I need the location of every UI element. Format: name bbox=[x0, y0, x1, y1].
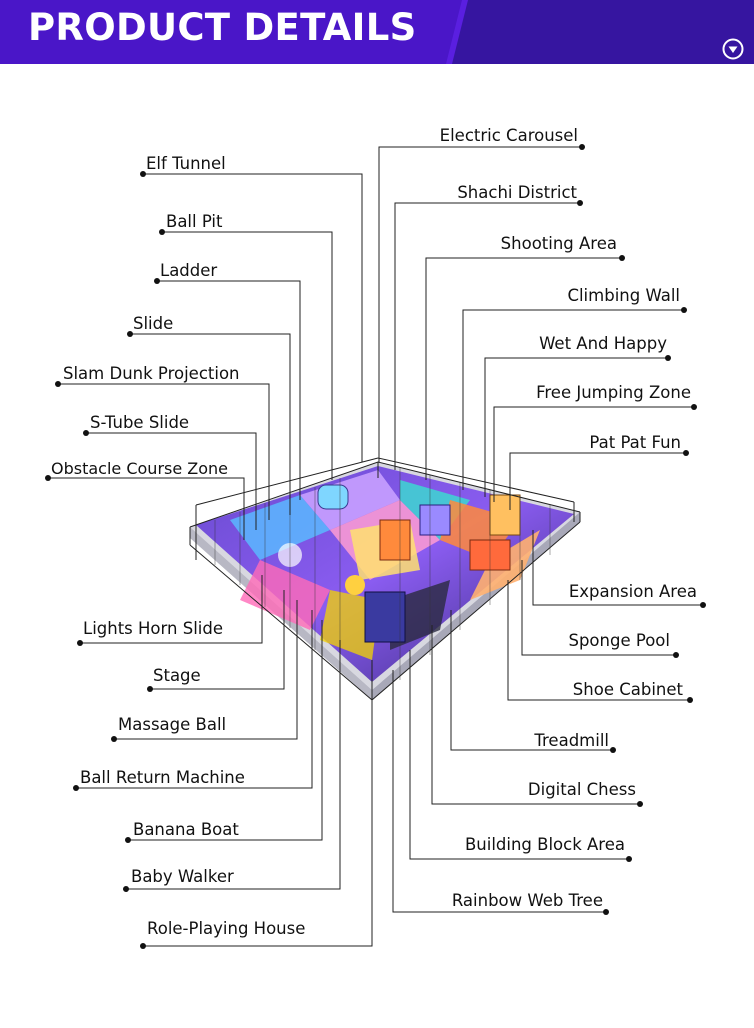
label-climbing-wall: Climbing Wall bbox=[567, 286, 680, 305]
label-massage-ball: Massage Ball bbox=[118, 715, 227, 734]
label-slide: Slide bbox=[133, 314, 174, 333]
label-s-tube-slide: S-Tube Slide bbox=[90, 413, 190, 432]
label-pat-pat-fun: Pat Pat Fun bbox=[589, 433, 681, 452]
label-rainbow-web-tree: Rainbow Web Tree bbox=[451, 891, 603, 910]
label-shoe-cabinet: Shoe Cabinet bbox=[572, 680, 683, 699]
label-shachi-district: Shachi District bbox=[457, 183, 577, 202]
leader-lines bbox=[48, 146, 703, 947]
label-building-block-area: Building Block Area bbox=[464, 835, 625, 854]
label-role-playing-house: Role-Playing House bbox=[147, 919, 306, 938]
label-stage: Stage bbox=[153, 666, 201, 685]
leader-dots bbox=[45, 144, 706, 949]
label-wet-and-happy: Wet And Happy bbox=[539, 334, 667, 353]
label-slam-dunk-projection: Slam Dunk Projection bbox=[63, 364, 240, 383]
label-treadmill: Treadmill bbox=[534, 731, 609, 750]
header-banner bbox=[0, 0, 754, 64]
label-shooting-area: Shooting Area bbox=[500, 234, 617, 253]
label-baby-walker: Baby Walker bbox=[131, 867, 234, 886]
label-ladder: Ladder bbox=[160, 261, 218, 280]
label-elf-tunnel: Elf Tunnel bbox=[146, 154, 226, 173]
playground-diagram bbox=[0, 64, 754, 1028]
label-digital-chess: Digital Chess bbox=[527, 780, 636, 799]
label-banana-boat: Banana Boat bbox=[133, 820, 239, 839]
label-lights-horn-slide: Lights Horn Slide bbox=[83, 619, 223, 638]
label-ball-pit: Ball Pit bbox=[166, 212, 223, 231]
page-title: PRODUCT DETAILS bbox=[28, 6, 417, 49]
page-header: PRODUCT DETAILS bbox=[0, 0, 754, 64]
label-free-jumping-zone: Free Jumping Zone bbox=[536, 383, 691, 402]
label-electric-carousel: Electric Carousel bbox=[439, 126, 578, 145]
label-obstacle-course-zone: Obstacle Course Zone bbox=[51, 459, 229, 478]
chevron-down-circle-icon[interactable] bbox=[722, 38, 744, 60]
label-sponge-pool: Sponge Pool bbox=[568, 631, 670, 650]
label-expansion-area: Expansion Area bbox=[568, 582, 697, 601]
label-ball-return-machine: Ball Return Machine bbox=[80, 768, 245, 787]
playground-illustration bbox=[45, 144, 706, 949]
